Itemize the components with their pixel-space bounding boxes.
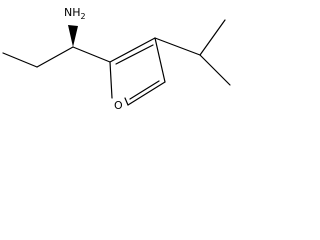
bond-c4-c5 — [127, 81, 166, 106]
bond-c3-c4 — [154, 37, 166, 83]
nh2-label: NH2 — [64, 6, 86, 21]
bond-ch3-ch2 — [2, 52, 38, 68]
oxygen-label: O — [114, 99, 123, 112]
bond-c2-c3-double — [115, 44, 154, 65]
bond-c5-o — [124, 97, 129, 106]
bond-chiral-furan — [72, 46, 111, 63]
molecule-structure: NH2 O — [2, 6, 231, 112]
bond-o-c2 — [109, 61, 113, 99]
bond-c2-c3 — [109, 37, 156, 63]
wedge-bond-chiral-nh2 — [68, 25, 78, 47]
bond-ch-ch3b — [199, 54, 231, 86]
bond-ch2-chiral — [36, 46, 74, 68]
bond-c4-ch — [154, 37, 201, 56]
bond-ch-ch3a — [199, 19, 226, 56]
bond-c4-c5-double — [129, 80, 160, 100]
